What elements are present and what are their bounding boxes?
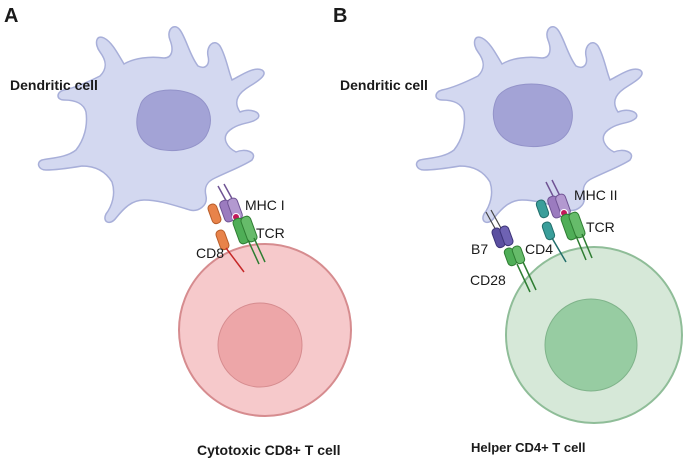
cd8-molecule bbox=[207, 203, 245, 273]
panel-b: B bbox=[333, 5, 683, 455]
panel-a-letter: A bbox=[4, 5, 18, 27]
cd8-label: CD8 bbox=[196, 245, 224, 261]
cd28-molecule bbox=[503, 245, 537, 293]
b7-molecule bbox=[485, 209, 514, 249]
b7-label: B7 bbox=[471, 241, 488, 257]
helper-tcell-nucleus bbox=[544, 298, 638, 392]
cytotoxic-tcell-nucleus bbox=[217, 302, 303, 388]
cd28-label: CD28 bbox=[470, 272, 506, 288]
tcr-b-molecule bbox=[560, 211, 593, 261]
dendritic-cell-a-label: Dendritic cell bbox=[10, 77, 98, 93]
cd4-label: CD4 bbox=[525, 241, 553, 257]
cytotoxic-tcell-label: Cytotoxic CD8+ T cell bbox=[197, 442, 341, 458]
dendritic-cell-b-nucleus bbox=[492, 83, 573, 148]
panel-b-letter: B bbox=[333, 5, 347, 27]
dendritic-cell-b-label: Dendritic cell bbox=[340, 77, 428, 93]
mhc-ii-label: MHC II bbox=[574, 187, 618, 203]
mhc-i-label: MHC I bbox=[245, 197, 285, 213]
tcr-a-molecule bbox=[232, 215, 266, 265]
dendritic-cell-b bbox=[415, 26, 643, 224]
tcr-b-label: TCR bbox=[586, 219, 615, 235]
panel-a: A Dendritic cell MHC I TCR bbox=[4, 5, 352, 458]
helper-tcell-label: Helper CD4+ T cell bbox=[471, 440, 586, 455]
tcr-a-label: TCR bbox=[256, 225, 285, 241]
cd4-molecule bbox=[535, 199, 567, 263]
dendritic-cell-a-nucleus bbox=[136, 89, 211, 152]
